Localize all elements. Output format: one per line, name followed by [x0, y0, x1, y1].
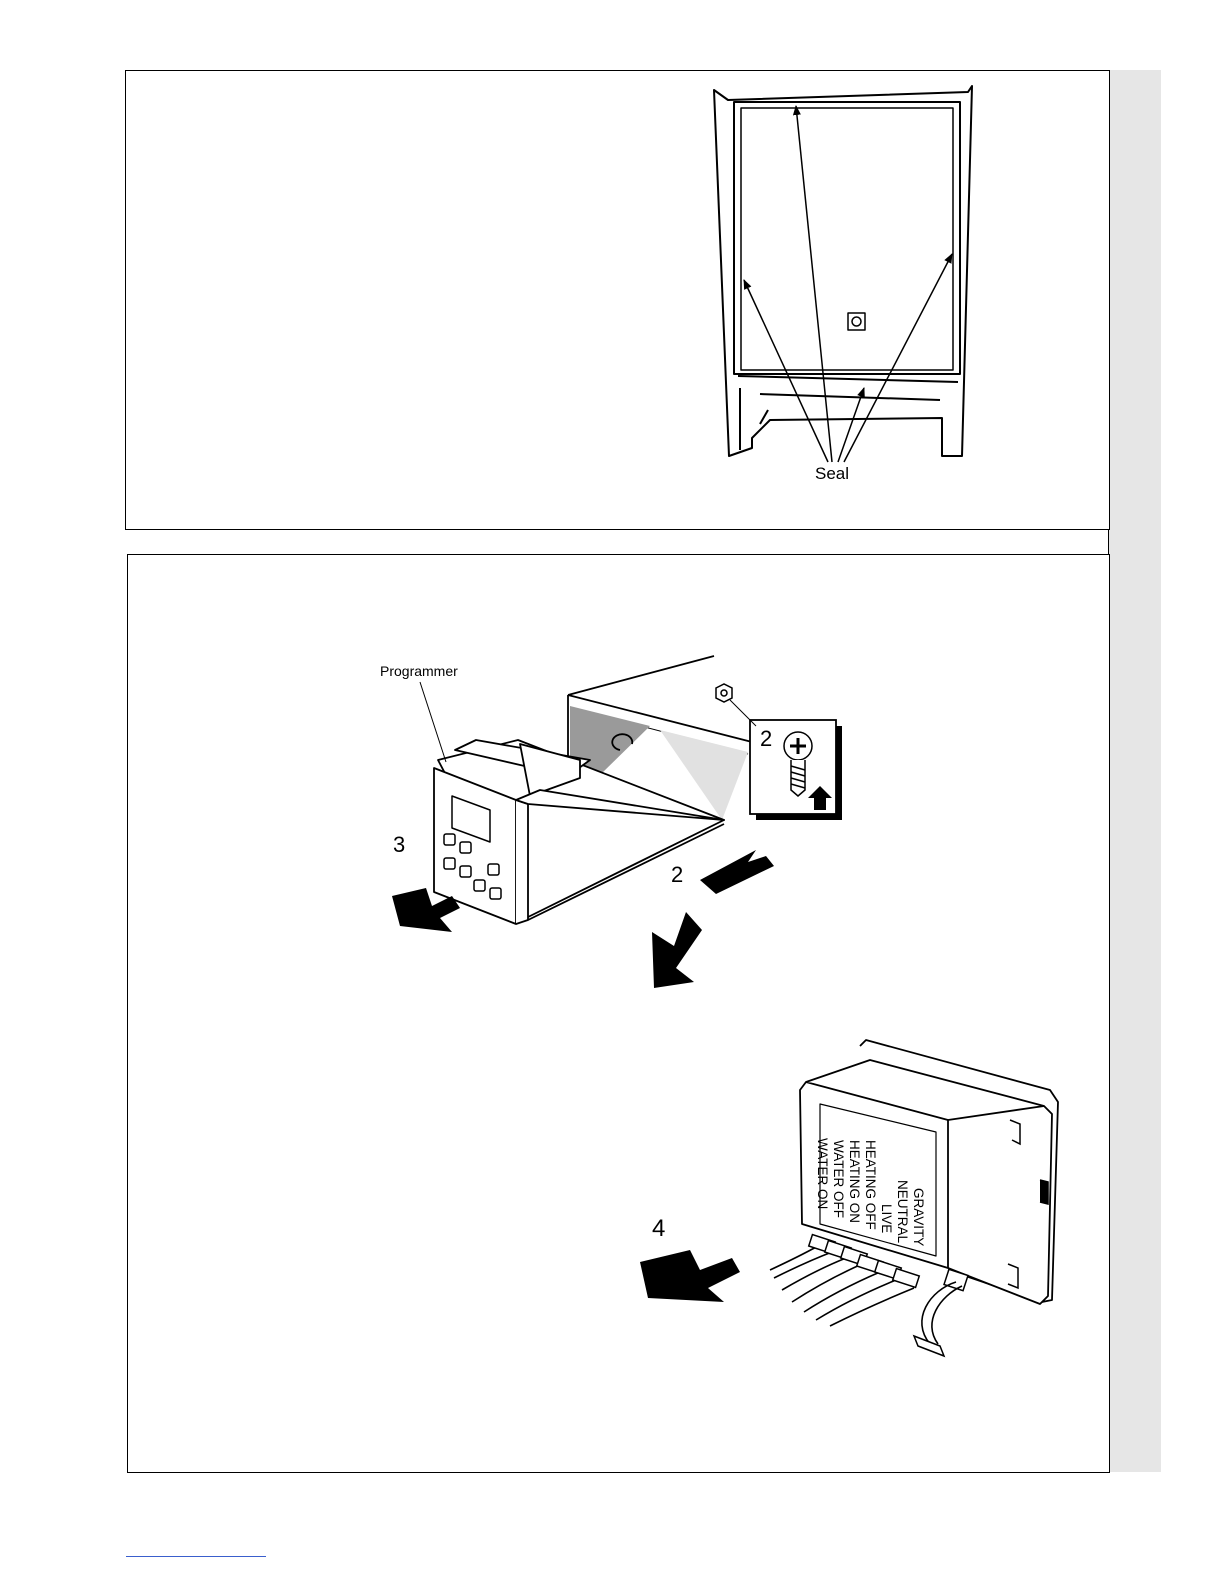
- terminal-neutral: NEUTRAL: [895, 1180, 910, 1244]
- arrow-step-4-icon: [640, 1250, 740, 1302]
- terminal-water-on: WATER ON: [815, 1138, 830, 1209]
- step-4-label: 4: [652, 1215, 665, 1242]
- footer-rule: [126, 1556, 266, 1557]
- terminal-live: LIVE: [879, 1204, 894, 1233]
- terminal-water-off: WATER OFF: [831, 1140, 846, 1218]
- terminal-heating-on: HEATING ON: [847, 1140, 862, 1223]
- terminal-gravity: GRAVITY: [911, 1188, 926, 1246]
- terminal-heating-off: HEATING OFF: [863, 1140, 878, 1230]
